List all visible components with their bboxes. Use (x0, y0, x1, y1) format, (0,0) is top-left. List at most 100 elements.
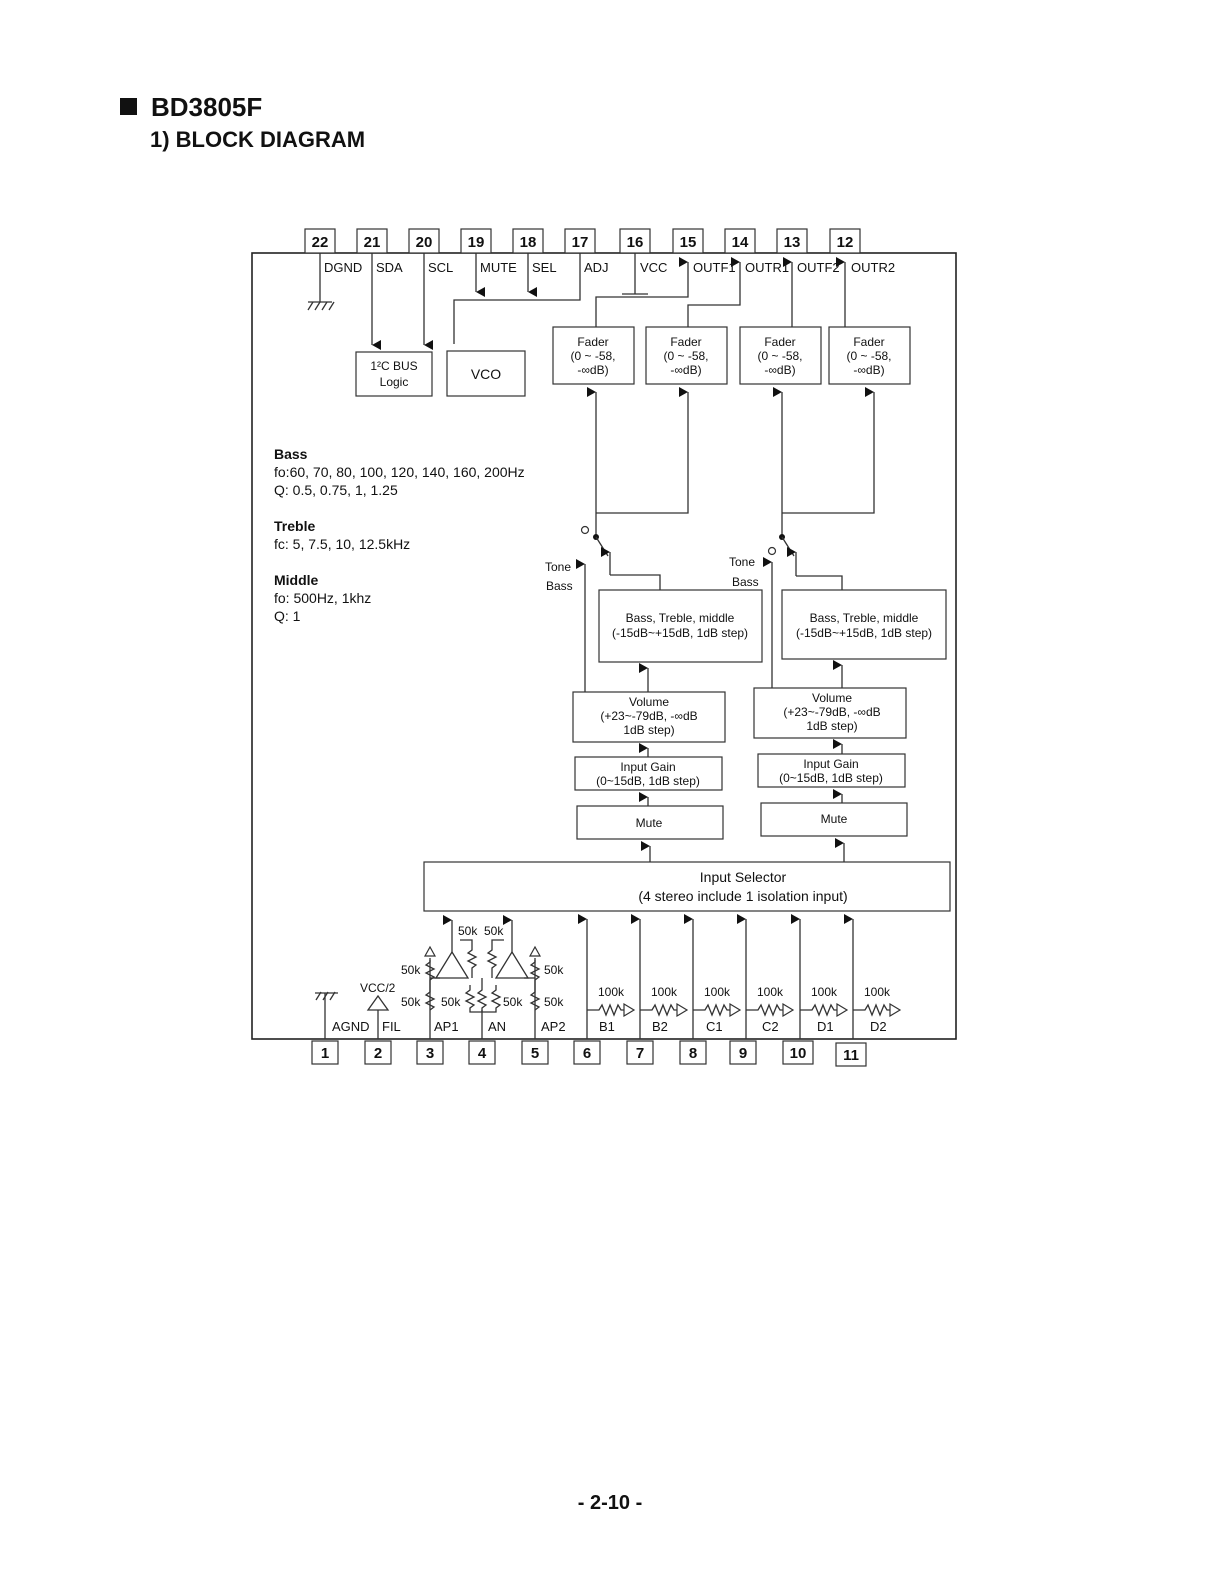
svg-text:Fader: Fader (670, 335, 701, 349)
channel-2-chain: Tone Bass Bass, Treble, middle (-15dB~+1… (729, 387, 947, 862)
svg-text:50k: 50k (401, 963, 421, 977)
svg-text:(0 ~ -58,: (0 ~ -58, (663, 349, 708, 363)
svg-text:Fader: Fader (577, 335, 608, 349)
svg-text:SCL: SCL (428, 260, 453, 275)
svg-text:1dB step): 1dB step) (623, 723, 674, 737)
fader-block-4: Fader (0 ~ -58, -∞dB) (828, 326, 911, 385)
svg-text:9: 9 (739, 1045, 747, 1062)
svg-text:(+23~-79dB, -∞dB: (+23~-79dB, -∞dB (783, 705, 880, 719)
svg-text:6: 6 (583, 1045, 591, 1062)
svg-text:11: 11 (843, 1047, 859, 1064)
input-resistors: 100k 100k 100k 100k 100k 100k (587, 985, 902, 1018)
svg-text:Middle: Middle (274, 572, 319, 588)
resistor-100k-d1: 100k (800, 985, 849, 1018)
svg-text:100k: 100k (757, 985, 784, 999)
pin-6: B1 6 (573, 1019, 615, 1065)
svg-text:Treble: Treble (274, 518, 315, 534)
svg-text:C2: C2 (762, 1019, 779, 1034)
svg-text:(-15dB~+15dB, 1dB step): (-15dB~+15dB, 1dB step) (796, 626, 932, 640)
pin-4: AN4 (468, 1019, 506, 1065)
pin-11: D2 11 (835, 1019, 887, 1067)
svg-text:D2: D2 (870, 1019, 887, 1034)
svg-text:50k: 50k (441, 995, 461, 1009)
svg-text:AN: AN (488, 1019, 506, 1034)
svg-text:DGND: DGND (324, 260, 362, 275)
svg-text:Input Gain: Input Gain (803, 757, 858, 771)
svg-text:(0 ~ -58,: (0 ~ -58, (757, 349, 802, 363)
svg-text:-∞dB): -∞dB) (764, 363, 795, 377)
svg-text:(0 ~ -58,: (0 ~ -58, (570, 349, 615, 363)
svg-text:OUTR2: OUTR2 (851, 260, 895, 275)
svg-text:fo: 500Hz, 1khz: fo: 500Hz, 1khz (274, 590, 371, 606)
pin-7: B27 (626, 1019, 668, 1065)
svg-text:(0 ~ -58,: (0 ~ -58, (846, 349, 891, 363)
svg-text:OUTF2: OUTF2 (797, 260, 840, 275)
pin-9: C2 9 (729, 1019, 779, 1065)
svg-text:50k: 50k (401, 995, 421, 1009)
svg-text:1dB step): 1dB step) (806, 719, 857, 733)
svg-text:-∞dB): -∞dB) (853, 363, 884, 377)
svg-text:Q: 0.5, 0.75, 1, 1.25: Q: 0.5, 0.75, 1, 1.25 (274, 482, 398, 498)
svg-text:AGND: AGND (332, 1019, 370, 1034)
top-wiring (307, 253, 846, 350)
svg-text:18: 18 (520, 234, 537, 251)
chip-name: BD3805F (151, 92, 263, 122)
svg-text:2: 2 (374, 1045, 382, 1062)
svg-text:Tone: Tone (729, 555, 755, 569)
svg-text:-∞dB): -∞dB) (670, 363, 701, 377)
fader-block-3: Fader (0 ~ -58, -∞dB) (739, 326, 822, 385)
svg-text:(0~15dB, 1dB step): (0~15dB, 1dB step) (596, 774, 700, 788)
input-lines (578, 914, 854, 1039)
svg-text:4: 4 (478, 1045, 487, 1062)
svg-text:1: 1 (321, 1045, 329, 1062)
page-number: - 2-10 - (577, 1492, 643, 1514)
svg-text:D1: D1 (817, 1019, 834, 1034)
svg-text:Bass: Bass (546, 579, 573, 593)
svg-text:20: 20 (416, 234, 433, 251)
svg-text:SDA: SDA (376, 260, 403, 275)
resistor-100k-b2: 100k (640, 985, 689, 1018)
svg-text:17: 17 (572, 234, 589, 251)
svg-text:(0~15dB, 1dB step): (0~15dB, 1dB step) (779, 771, 883, 785)
svg-text:Mute: Mute (636, 816, 663, 830)
svg-text:Bass: Bass (274, 446, 308, 462)
svg-text:AP2: AP2 (541, 1019, 566, 1034)
svg-text:8: 8 (689, 1045, 697, 1062)
input-selector-block: Input Selector (4 stereo include 1 isola… (423, 861, 951, 912)
svg-text:VCC/2: VCC/2 (360, 981, 396, 995)
resistor-100k-d2: 100k (853, 985, 902, 1018)
svg-text:Fader: Fader (764, 335, 795, 349)
section-title: 1) BLOCK DIAGRAM (150, 127, 366, 152)
square-bullet-icon (120, 98, 137, 115)
svg-text:13: 13 (784, 234, 801, 251)
pin-8: C1 8 (679, 1019, 723, 1065)
svg-text:100k: 100k (864, 985, 891, 999)
svg-text:15: 15 (680, 234, 697, 251)
svg-text:100k: 100k (651, 985, 678, 999)
svg-text:7: 7 (636, 1045, 644, 1062)
svg-text:50k: 50k (544, 963, 564, 977)
svg-text:12: 12 (837, 234, 854, 251)
analog-ground-and-filter: VCC/2 (315, 981, 396, 1039)
svg-text:Bass, Treble, middle: Bass, Treble, middle (810, 611, 919, 625)
svg-text:Logic: Logic (380, 375, 409, 389)
svg-text:fo:60, 70, 80, 100, 120, 140,: fo:60, 70, 80, 100, 120, 140, 160, 200Hz (274, 464, 525, 480)
svg-text:B1: B1 (599, 1019, 615, 1034)
svg-text:5: 5 (531, 1045, 539, 1062)
svg-text:Input Selector: Input Selector (700, 869, 787, 885)
svg-text:Fader: Fader (853, 335, 884, 349)
svg-text:C1: C1 (706, 1019, 723, 1034)
svg-text:21: 21 (364, 234, 381, 251)
svg-text:Volume: Volume (812, 691, 852, 705)
svg-text:Bass, Treble, middle: Bass, Treble, middle (626, 611, 735, 625)
svg-text:(-15dB~+15dB, 1dB step): (-15dB~+15dB, 1dB step) (612, 626, 748, 640)
